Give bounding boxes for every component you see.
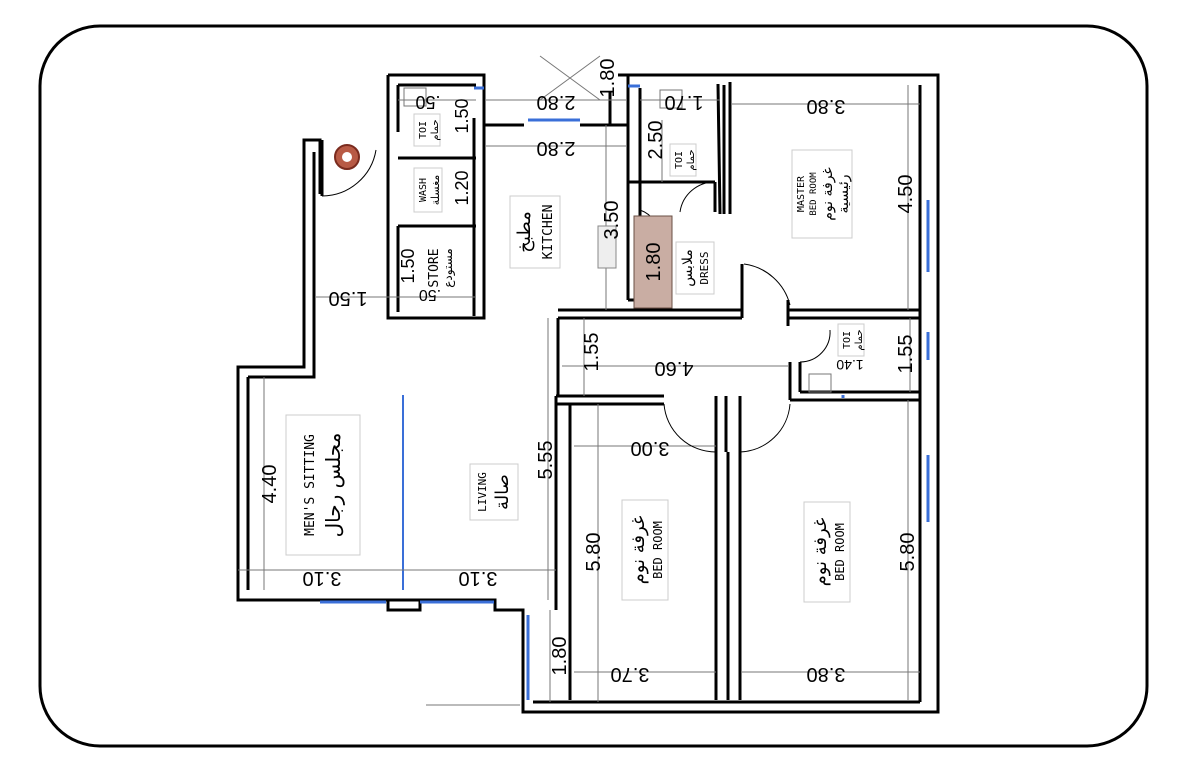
dim-3-10-a: 3.10 xyxy=(303,567,342,589)
dim-2-80-b: 2.80 xyxy=(537,91,576,113)
room-label-ar: مغسلة xyxy=(429,175,442,206)
room-label-ar: غرفة نوم xyxy=(820,167,836,221)
dim-0-50-b: .50 xyxy=(419,286,441,303)
dress-wardrobe-block xyxy=(633,215,673,309)
room-dress: DRESS ملابس xyxy=(675,241,715,295)
room-bedroom-2: غرفة نوم BED ROOM xyxy=(803,501,851,603)
interior-walls xyxy=(396,75,920,700)
room-label-en: KITCHEN xyxy=(541,205,556,260)
dim-1-55-b: 1.55 xyxy=(895,335,917,374)
room-label-ar: مستودع xyxy=(441,248,456,287)
room-label-en: TOI xyxy=(674,151,685,169)
dim-1-55-a: 1.55 xyxy=(581,333,603,372)
room-label-ar: صالة xyxy=(492,474,513,510)
dim-1-70: 1.70 xyxy=(665,91,704,113)
room-label-en: LIVING xyxy=(476,472,489,512)
dim-1-80-dress: 1.80 xyxy=(643,243,665,282)
room-toilet-2: TOI حمام xyxy=(669,143,697,177)
bay-window-mark xyxy=(386,598,422,612)
dimension-labels: 4.40 3.10 3.10 5.55 1.55 4.60 1.50 1.50 … xyxy=(259,59,919,685)
room-store: STORE مستودع xyxy=(427,248,456,287)
dim-2-80-a: 2.80 xyxy=(537,137,576,159)
room-toilet-3: TOI حمام xyxy=(837,323,865,357)
dim-5-80-b: 5.80 xyxy=(897,533,919,572)
room-label-en: TOI xyxy=(418,121,429,139)
dim-3-50: 3.50 xyxy=(601,201,623,240)
room-label-ar: ملابس xyxy=(680,249,696,287)
room-toilet-1: TOI حمام xyxy=(413,113,441,147)
room-label-en: MASTER xyxy=(796,175,807,212)
room-label-en: BED ROOM xyxy=(833,523,847,581)
room-label-ar: حمام xyxy=(854,329,865,350)
windows xyxy=(320,84,930,700)
room-label-en: BED ROOM xyxy=(651,521,665,579)
room-label-ar: مجلس رجال xyxy=(321,433,345,538)
dim-1-20: 1.20 xyxy=(452,170,472,205)
dim-1-40: 1.40 xyxy=(836,357,863,373)
room-label-ar-2: رئيسية xyxy=(836,174,852,213)
dim-3-10-b: 3.10 xyxy=(459,567,498,589)
room-labels: MEN'S SITTING مجلس رجال LIVING صالة KITC… xyxy=(285,113,865,603)
building-outline xyxy=(236,73,940,714)
dim-0-50-a: .50 xyxy=(415,92,440,112)
dim-1-80-bottom: 1.80 xyxy=(549,637,571,676)
dim-1-50-left: 1.50 xyxy=(329,287,368,309)
room-label-en: DRESS xyxy=(698,251,711,284)
dim-1-50-toi: 1.50 xyxy=(452,98,472,133)
outer-frame xyxy=(38,24,1149,748)
dim-1-50-store: 1.50 xyxy=(398,248,418,283)
dim-3-00: 3.00 xyxy=(631,437,670,459)
exterior-wall-outer xyxy=(236,73,940,714)
room-label-ar: غرفة نوم xyxy=(810,518,831,587)
room-label-ar: غرفة نوم xyxy=(628,516,649,585)
dim-3-70: 3.70 xyxy=(611,663,650,685)
room-bedroom-1: غرفة نوم BED ROOM xyxy=(621,499,669,601)
dim-4-60: 4.60 xyxy=(655,357,694,379)
dimension-lines xyxy=(238,55,920,706)
dim-2-50: 2.50 xyxy=(645,121,667,160)
room-label-ar: حمام xyxy=(430,119,441,140)
dim-4-50: 4.50 xyxy=(895,175,917,214)
room-label-en: MEN'S SITTING xyxy=(303,434,318,536)
dim-5-80-a: 5.80 xyxy=(583,533,605,572)
room-label-ar: حمام xyxy=(686,149,697,170)
room-wash: WASH مغسلة xyxy=(413,167,443,213)
room-label-en: STORE xyxy=(427,248,442,287)
kitchen-counter xyxy=(597,225,617,269)
exterior-wall-inner xyxy=(246,85,922,704)
dim-3-80-top: 3.80 xyxy=(807,95,846,117)
dim-5-55: 5.55 xyxy=(535,441,557,480)
room-label-en: TOI xyxy=(842,331,853,349)
room-master-bedroom: MASTER BED ROOM غرفة نوم رئيسية xyxy=(791,149,853,239)
fixtures xyxy=(334,87,832,393)
dim-4-40: 4.40 xyxy=(259,465,281,504)
dim-3-80-bottom: 3.80 xyxy=(807,663,846,685)
room-kitchen: KITCHEN مطبخ xyxy=(509,195,561,269)
room-mens-sitting: MEN'S SITTING مجلس رجال xyxy=(285,414,361,556)
room-label-en: WASH xyxy=(418,178,429,202)
room-label-en-2: BED ROOM xyxy=(809,172,819,216)
room-living: LIVING صالة xyxy=(469,463,519,521)
room-label-ar: مطبخ xyxy=(514,211,535,252)
dim-1-80-top: 1.80 xyxy=(597,59,619,98)
